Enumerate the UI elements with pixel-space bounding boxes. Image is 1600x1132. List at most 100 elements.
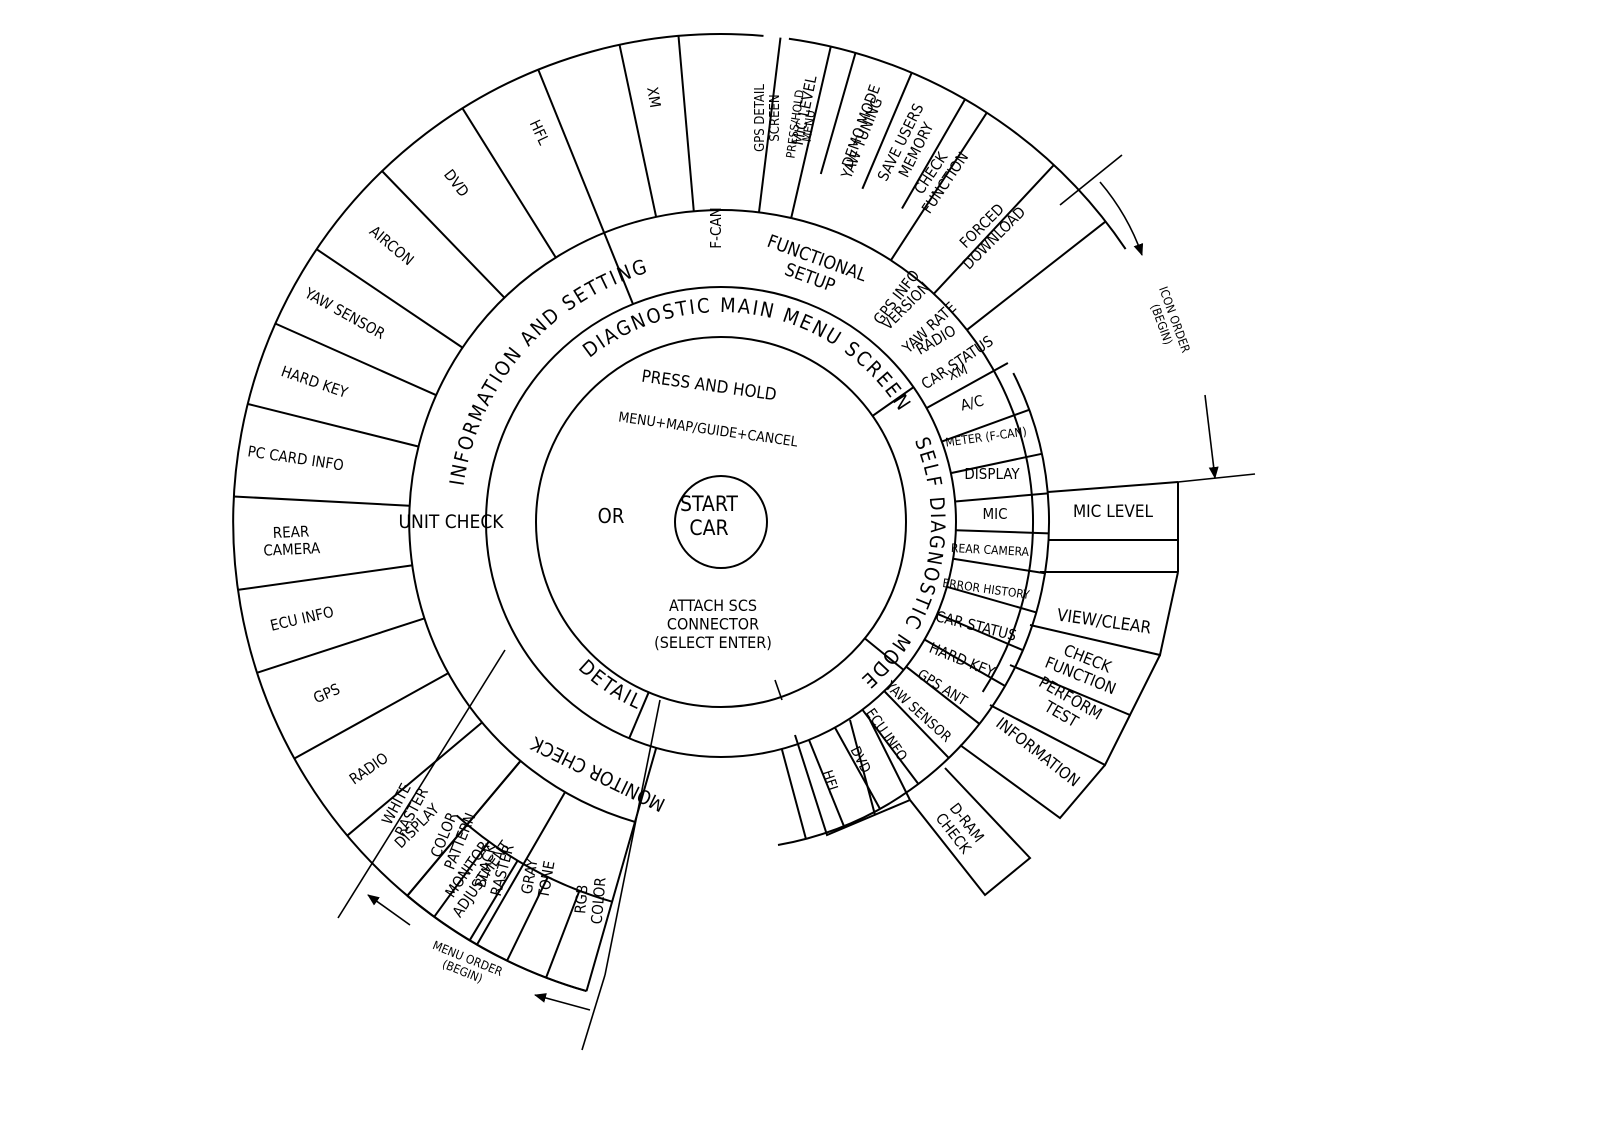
self-diag-item-divider [952,557,1046,575]
ring-gap-line [864,637,905,671]
self-diag-connector [774,679,783,701]
unit-check-item-3: GPS [311,680,343,707]
information-ring-circle [485,286,957,758]
detail-label: DETAIL [574,655,647,715]
mic-level-divider [758,37,782,213]
unit-check-item-2-line: RADIO [346,749,392,788]
monitor-item-divider [506,876,549,962]
unit-check-item-divider [618,44,658,218]
self-diag-ring-arc [777,372,1050,846]
unit-check-item-divider [237,564,413,591]
unit-check-item-divider [233,495,410,507]
self-diag-outer-item-0-line: MIC LEVEL [1073,502,1154,522]
unit-check-item-divider [247,402,419,448]
unit-check-item-divider [346,721,483,837]
self-diag-item-6: MIC [982,505,1007,523]
unit-check-item-12-line: XM [643,86,664,109]
self-diag-item-divider [941,408,1030,443]
monitor-divider [406,760,522,897]
self-diag-item-divider [926,362,1009,409]
menu-order-ray-left [337,649,506,919]
attach-scs-label-line: CONNECTOR [667,615,759,634]
unit-check-label-line: UNIT CHECK [399,511,505,533]
monitor-item-4-line: RGB [571,884,591,915]
self-diag-item-5-line: DISPLAY [964,465,1020,483]
unit-check-item-9: AIRCON [366,222,417,269]
mic-level-box-top [1047,481,1179,493]
ring-gap-line [871,386,915,417]
or-label: OR [598,504,625,528]
unit-check-inner-arc [408,209,792,823]
unit-check-item-divider [315,248,463,349]
press-hold-keys-label-line: MENU+MAP/GUIDE+CANCEL [617,409,798,450]
self-diag-item-9-line: CAR STATUS [934,607,1019,644]
unit-check-item-11-line: HFL [526,117,553,148]
unit-check-item-divider [476,791,566,946]
functional-setup-inner-arc [790,217,892,262]
information-and-setting-label-textpath: INFORMATION AND SETTING [445,254,650,487]
wheel-lines [232,33,1256,1051]
unit-check-item-12: XM [643,86,664,109]
self-diag-item-3-line: A/C [959,391,986,414]
fcan-outer-item-0-line: GPS DETAIL [753,84,768,152]
press-and-hold-label: PRESS AND HOLD [640,367,778,406]
dvd-divider [849,719,876,816]
unit-check-item-10-line: DVD [440,166,473,201]
icon-order-ray-top [1059,154,1123,206]
unit-check-outer-arc [232,33,764,993]
d-ram-check-box [909,767,1032,897]
self-diag-item-3: A/C [959,391,986,414]
self-diag-item-2: XM [946,362,970,384]
self-diag-item-divider [936,612,1024,652]
self-diag-item-4: METER (F-CAN) [944,424,1027,449]
monitor-item-divider [468,860,519,941]
unit-check-item-6: PC CARD INFO [246,442,345,474]
self-diag-item-divider [883,690,950,759]
self-diag-item-11: GPS ANT [914,667,969,710]
self-diag-item-divider [905,665,981,725]
functional-setup-divider [790,46,832,219]
yaw-rate-divider [966,220,1107,331]
functional-outer-arc [788,37,988,114]
detail-label-textpath: DETAIL [574,655,645,715]
self-diag-outer-item-0: MIC LEVEL [1073,502,1154,522]
self-diag-item-divider [834,727,881,810]
self-diag-item-14: DVD [847,744,874,776]
unit-check-item-9-line: AIRCON [366,222,417,269]
unit-check-item-11: HFL [526,117,553,148]
icon-order-arrow-top [1099,181,1144,256]
self-diag-item-divider [950,452,1043,475]
start-car-label-line: CAR [689,516,728,540]
monitor-outer-arc [406,895,587,993]
monitor-item-4-line: COLOR [588,877,610,925]
fcan-outer-item-0-line: SCREEN [768,94,783,141]
ecu-info-divider [869,719,911,801]
fcan-outer-arc [986,111,1127,250]
press-and-hold-label-line: PRESS AND HOLD [640,367,778,406]
information-and-setting-label: INFORMATION AND SETTING [445,254,652,487]
unit-check-item-4: ECU INFO [269,603,336,635]
unit-check-item-8-line: YAW SENSOR [301,284,388,343]
unit-check-item-2: RADIO [346,749,392,788]
attach-scs-label-line: (SELECT ENTER) [654,633,772,652]
self-diag-item-divider [780,748,807,840]
unit-check-item-7: HARD KEY [279,362,351,402]
diagnostic-main-menu-circle [535,336,907,708]
unit-check-item-8: YAW SENSOR [301,284,388,343]
monitor-item-inner-arc [456,814,613,903]
unit-check-item-10: DVD [440,166,473,201]
information-box [959,744,1106,820]
icon-order-arrow-right [1204,394,1219,479]
f-can-label: F-CAN [707,207,725,248]
menu-order-ray-bottom [581,974,606,1051]
self-diag-item-divider [955,529,1049,535]
self-diag-item-7: REAR CAMERA [951,541,1030,559]
menu-order-arrow-bottom [534,993,591,1011]
self-diag-item-6-line: MIC [982,505,1007,523]
